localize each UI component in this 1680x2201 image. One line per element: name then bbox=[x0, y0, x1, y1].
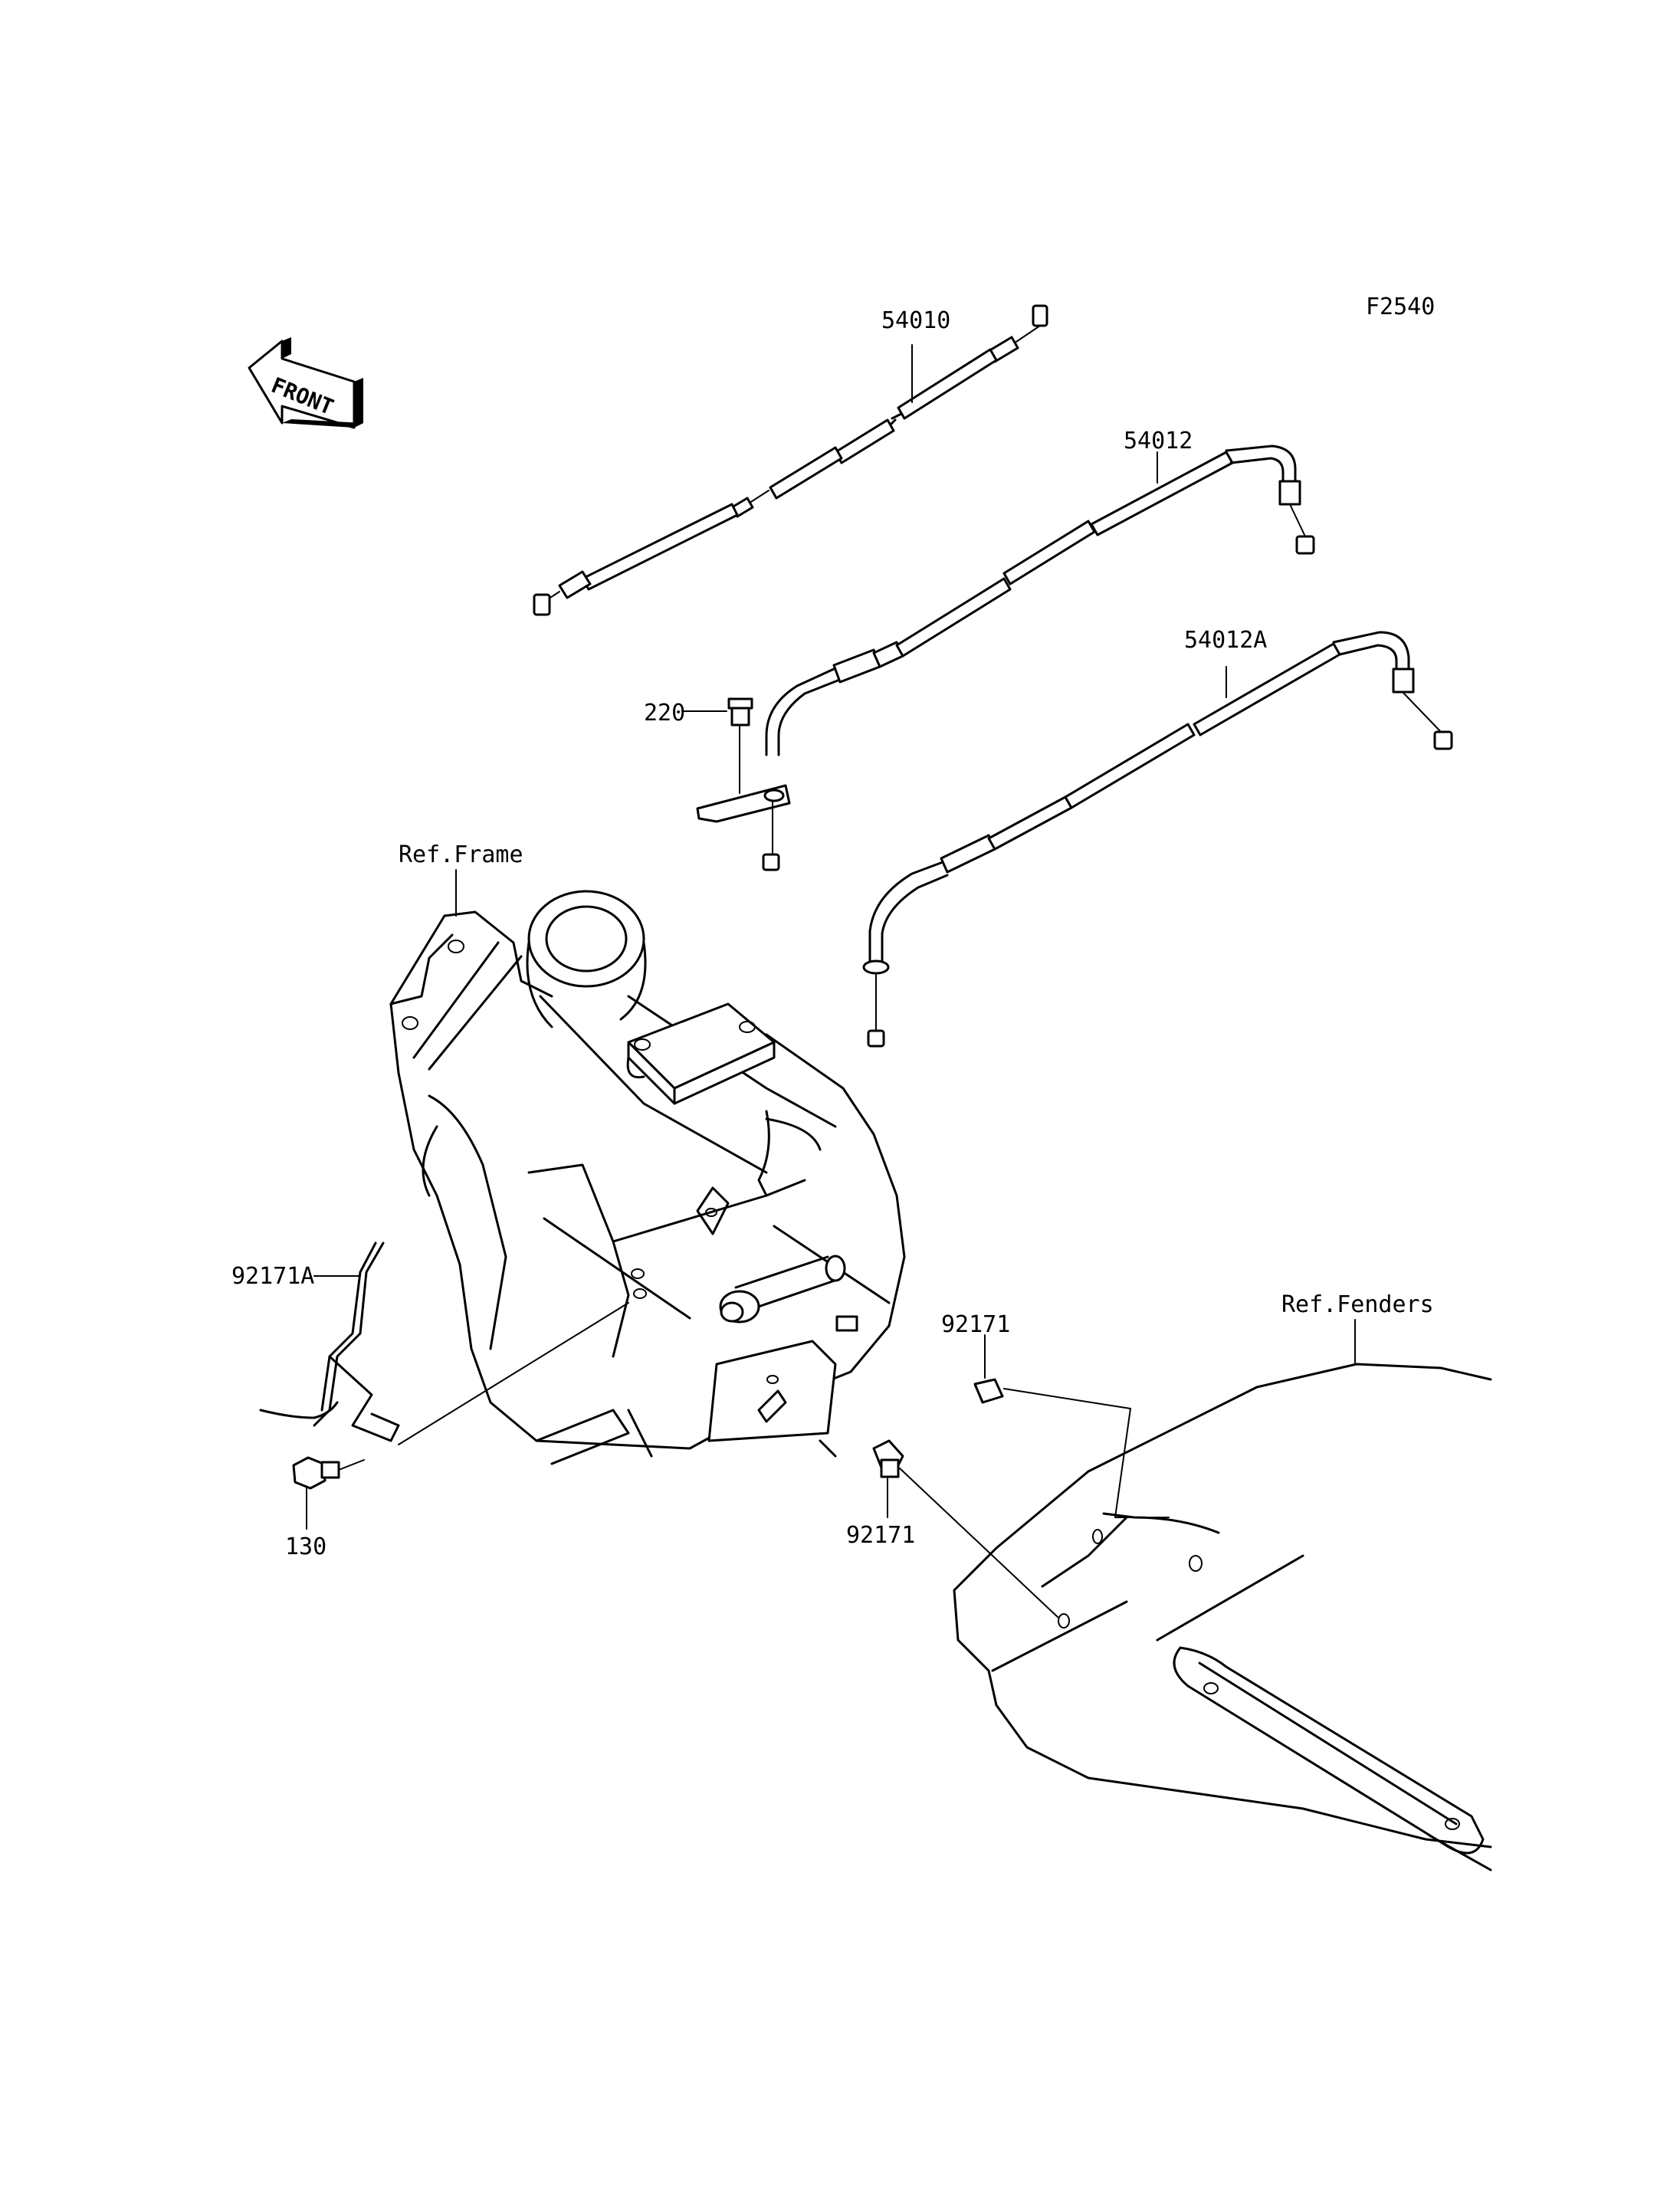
ref-frame-label: Ref.Frame bbox=[399, 841, 523, 868]
clamp-92171-lower: 92171 bbox=[846, 1439, 1058, 1618]
callout-220: 220 bbox=[644, 700, 685, 727]
callout-92171-upper: 92171 bbox=[941, 1311, 1010, 1338]
fender-reference: Ref.Fenders bbox=[953, 1291, 1492, 1871]
callout-54010: 54010 bbox=[881, 307, 950, 334]
clamp-92171A: 92171A bbox=[231, 1242, 647, 1445]
cable-bracket: 220 bbox=[644, 697, 791, 871]
frame-reference: Ref.Frame bbox=[389, 841, 906, 1465]
throttle-cable-54010: 54010 bbox=[533, 304, 1048, 616]
callout-54012: 54012 bbox=[1124, 428, 1193, 454]
throttle-cable-54012: 54012 bbox=[765, 428, 1315, 756]
callout-92171-lower: 92171 bbox=[846, 1522, 915, 1549]
clamp-92171-upper: 92171 bbox=[941, 1311, 1170, 1518]
callout-130: 130 bbox=[285, 1533, 326, 1560]
throttle-cable-54012A: 54012A bbox=[862, 627, 1453, 1048]
callout-54012A: 54012A bbox=[1184, 627, 1267, 654]
front-arrow-icon: FRONT bbox=[248, 337, 363, 429]
ref-fenders-label: Ref.Fenders bbox=[1281, 1291, 1434, 1318]
diagram-code: F2540 bbox=[1366, 294, 1435, 320]
flange-bolt-130: 130 bbox=[285, 1456, 365, 1560]
callout-92171A: 92171A bbox=[231, 1263, 314, 1290]
